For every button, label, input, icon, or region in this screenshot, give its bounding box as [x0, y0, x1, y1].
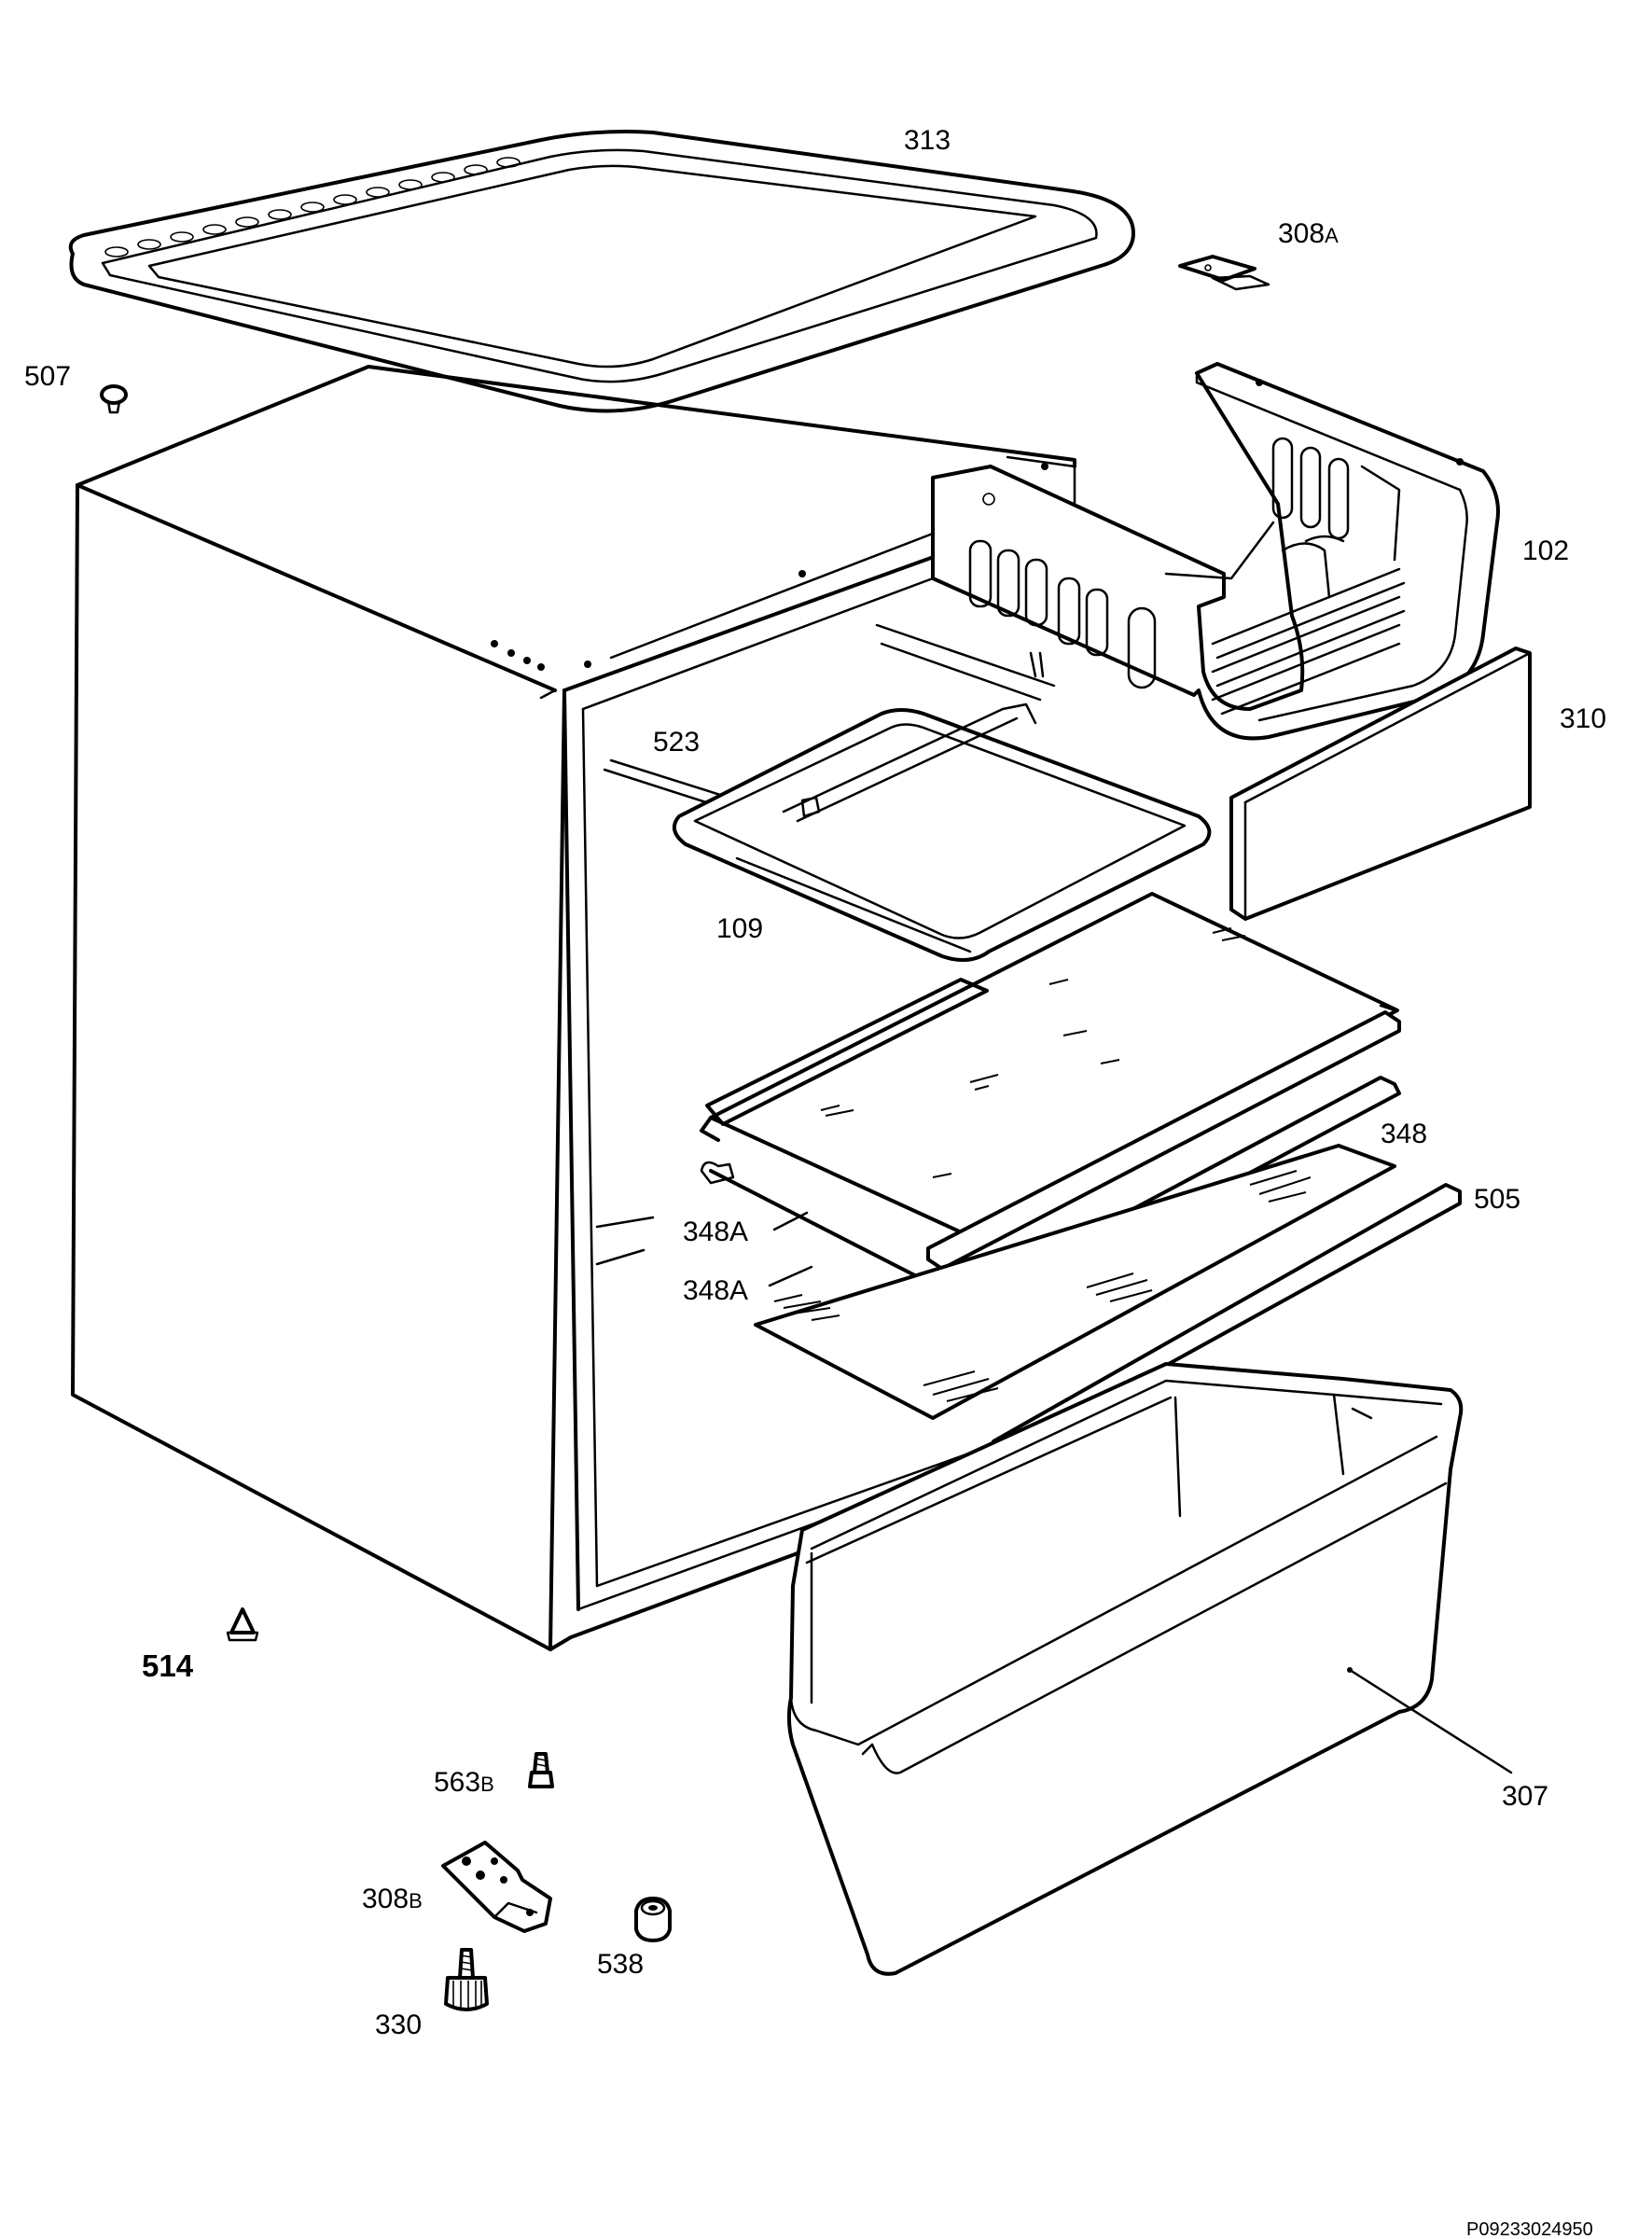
label-348a-2: 348A: [683, 1275, 748, 1306]
part-507-plug: [100, 384, 128, 414]
label-348: 348: [1381, 1119, 1427, 1149]
label-307: 307: [1502, 1781, 1548, 1812]
part-310-freezer-flap: [1229, 647, 1532, 921]
label-308a: 308A: [1278, 218, 1339, 249]
label-308b: 308B: [362, 1884, 423, 1914]
label-102: 102: [1522, 535, 1569, 566]
part-308a-top-hinge: [1178, 255, 1270, 291]
label-348a-1: 348A: [683, 1217, 748, 1247]
label-523: 523: [653, 727, 700, 758]
leader-348a-1: [772, 1211, 809, 1231]
label-507: 507: [24, 361, 71, 392]
part-330-adjustable-foot: [444, 1948, 489, 2011]
label-563b: 563B: [434, 1767, 494, 1798]
label-538: 538: [597, 1949, 644, 1980]
label-109: 109: [716, 913, 763, 944]
label-313: 313: [904, 125, 951, 156]
label-330: 330: [375, 2010, 422, 2040]
part-538-bushing: [634, 1897, 672, 1942]
part-109-drip-tray: [672, 702, 1212, 962]
part-glass-shelf-upper: [700, 892, 1401, 1271]
label-505: 505: [1474, 1184, 1520, 1215]
cabinet-body: [71, 365, 1215, 1651]
part-563b-screw: [528, 1752, 554, 1788]
part-308b-bottom-hinge: [441, 1841, 552, 1933]
reference-code: P09233024950: [1466, 2219, 1593, 2239]
part-307-crisper-drawer: [786, 1362, 1513, 1976]
part-514-foot: [226, 1607, 259, 1642]
label-514: 514: [142, 1648, 194, 1683]
part-102-freezer-compartment: [931, 362, 1500, 741]
leader-348a-2: [768, 1265, 813, 1287]
part-313-top-panel: [68, 130, 1135, 413]
label-310: 310: [1560, 703, 1606, 734]
